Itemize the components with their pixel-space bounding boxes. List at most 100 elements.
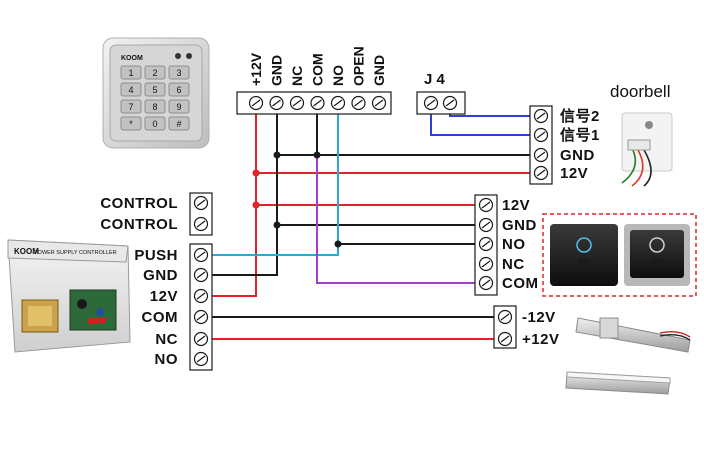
terminal-screw-icon: [193, 351, 209, 367]
doorbell-terminal-label: 信号1: [560, 126, 600, 144]
control-terminal: CONTROL CONTROL: [100, 192, 213, 236]
terminal-screw-icon: [330, 95, 346, 111]
terminal-screw-icon: [442, 95, 458, 111]
doorbell-terminal-label: GND: [560, 147, 595, 164]
keypad-key-label: 2: [152, 68, 157, 78]
terminal-screw-icon: [193, 195, 209, 211]
terminal-screw-icon: [478, 217, 494, 233]
terminal-screw-icon: [533, 108, 549, 124]
keypad-key: [168, 99, 190, 114]
exit-button-black: EXIT: [550, 224, 618, 286]
reader-terminal-label: COM: [310, 53, 326, 86]
psu-terminal-label: NO: [155, 351, 179, 368]
exit-terminal-label: NC: [502, 256, 525, 273]
lock-terminal: -12V +12V: [493, 305, 559, 349]
psu-caption: POWER SUPPLY CONTROLLER: [34, 250, 117, 256]
junction-dot: [273, 151, 281, 159]
doorbell-title: doorbell: [610, 82, 671, 101]
terminal-screw-icon: [193, 247, 209, 263]
terminal-screw-icon: [193, 267, 209, 283]
j4-label: J 4: [424, 71, 446, 88]
terminal-screw-icon: [193, 309, 209, 325]
reader-terminal-label: NO: [330, 65, 346, 86]
terminal-screw-icon: [533, 127, 549, 143]
reader-terminal-label: OPEN: [351, 46, 367, 86]
terminal-screw-icon: [533, 147, 549, 163]
doorbell-terminal-label: 信号2: [560, 107, 600, 125]
lock-terminal-label: -12V: [522, 309, 556, 326]
psu-terminal-label: 12V: [150, 288, 178, 305]
doorbell-device: [621, 112, 673, 187]
keypad-key-label: 7: [128, 102, 133, 112]
terminal-screw-icon: [478, 256, 494, 272]
lock-terminal-label: +12V: [522, 331, 559, 348]
exit-terminal-label: GND: [502, 217, 537, 234]
terminal-screw-icon: [497, 309, 513, 325]
keypad-key-label: 6: [176, 85, 181, 95]
power-supply-device: KOOM POWER SUPPLY CONTROLLER: [7, 239, 131, 353]
keypad-key-label: 9: [176, 102, 181, 112]
terminal-screw-icon: [371, 95, 387, 111]
keypad-key-label: 3: [176, 68, 181, 78]
exit-button-silver-text: EXIT: [651, 259, 662, 265]
keypad-key: [144, 116, 166, 131]
junction-dot: [252, 169, 260, 177]
reader-terminal-label: GND: [371, 55, 387, 86]
wire-signal1-blue: [430, 105, 536, 136]
j4-terminal: J 4: [416, 71, 466, 115]
exit-buttons-section: EXIT EXIT: [542, 213, 697, 297]
wire-gnd-black: [211, 105, 278, 276]
doorbell-terminal-label: 12V: [560, 165, 588, 182]
terminal-screw-icon: [351, 95, 366, 111]
terminal-screw-icon: [289, 95, 305, 111]
wire-push-cyan: [211, 105, 339, 256]
keypad-key-label: 4: [128, 85, 133, 95]
terminal-screw-icon: [478, 236, 494, 252]
keypad-key-label: 0: [152, 119, 157, 129]
control-terminal-label: CONTROL: [100, 216, 178, 233]
junction-dot: [252, 201, 260, 209]
psu-terminal-label: GND: [143, 267, 178, 284]
terminal-screw-icon: [423, 95, 439, 111]
exit-button-black-text: EXIT: [578, 259, 589, 265]
keypad-key: [120, 116, 142, 131]
psu-terminal-label: PUSH: [134, 247, 178, 264]
keypad-key: [168, 65, 190, 80]
terminal-screw-icon: [269, 95, 284, 111]
keypad-key-label: 5: [152, 85, 157, 95]
keypad-key: [168, 82, 190, 97]
psu-terminal-label: NC: [155, 331, 178, 348]
keypad-key-label: 1: [128, 68, 133, 78]
control-terminal-label: CONTROL: [100, 195, 178, 212]
keypad-key: [144, 65, 166, 80]
reader-terminal-label: +12V: [248, 52, 264, 86]
wire-no-black: [337, 105, 475, 245]
keypad-key: [144, 99, 166, 114]
keypad-key: [168, 116, 190, 131]
exit-button-silver: EXIT: [624, 224, 690, 286]
keypad-key-label: #: [176, 119, 181, 129]
reader-terminal-label: NC: [289, 66, 305, 86]
terminal-screw-icon: [478, 197, 494, 213]
reader-terminal-label: GND: [269, 55, 285, 86]
terminal-screw-icon: [310, 95, 325, 111]
exit-terminal-label: NO: [502, 236, 526, 253]
psu-terminal-label: COM: [142, 309, 179, 326]
junction-dot: [273, 221, 281, 229]
psu-brand: KOOM: [14, 247, 39, 256]
electric-bolt-lock: [575, 317, 691, 353]
junction-dot: [334, 240, 342, 248]
terminal-screw-icon: [193, 331, 209, 347]
junction-dot: [313, 151, 321, 159]
terminal-screw-icon: [248, 95, 264, 111]
magnetic-lock: [565, 371, 671, 395]
keypad-key-label: 8: [152, 102, 157, 112]
terminal-screw-icon: [193, 288, 209, 304]
keypad-key: [144, 82, 166, 97]
terminal-screw-icon: [478, 275, 494, 291]
